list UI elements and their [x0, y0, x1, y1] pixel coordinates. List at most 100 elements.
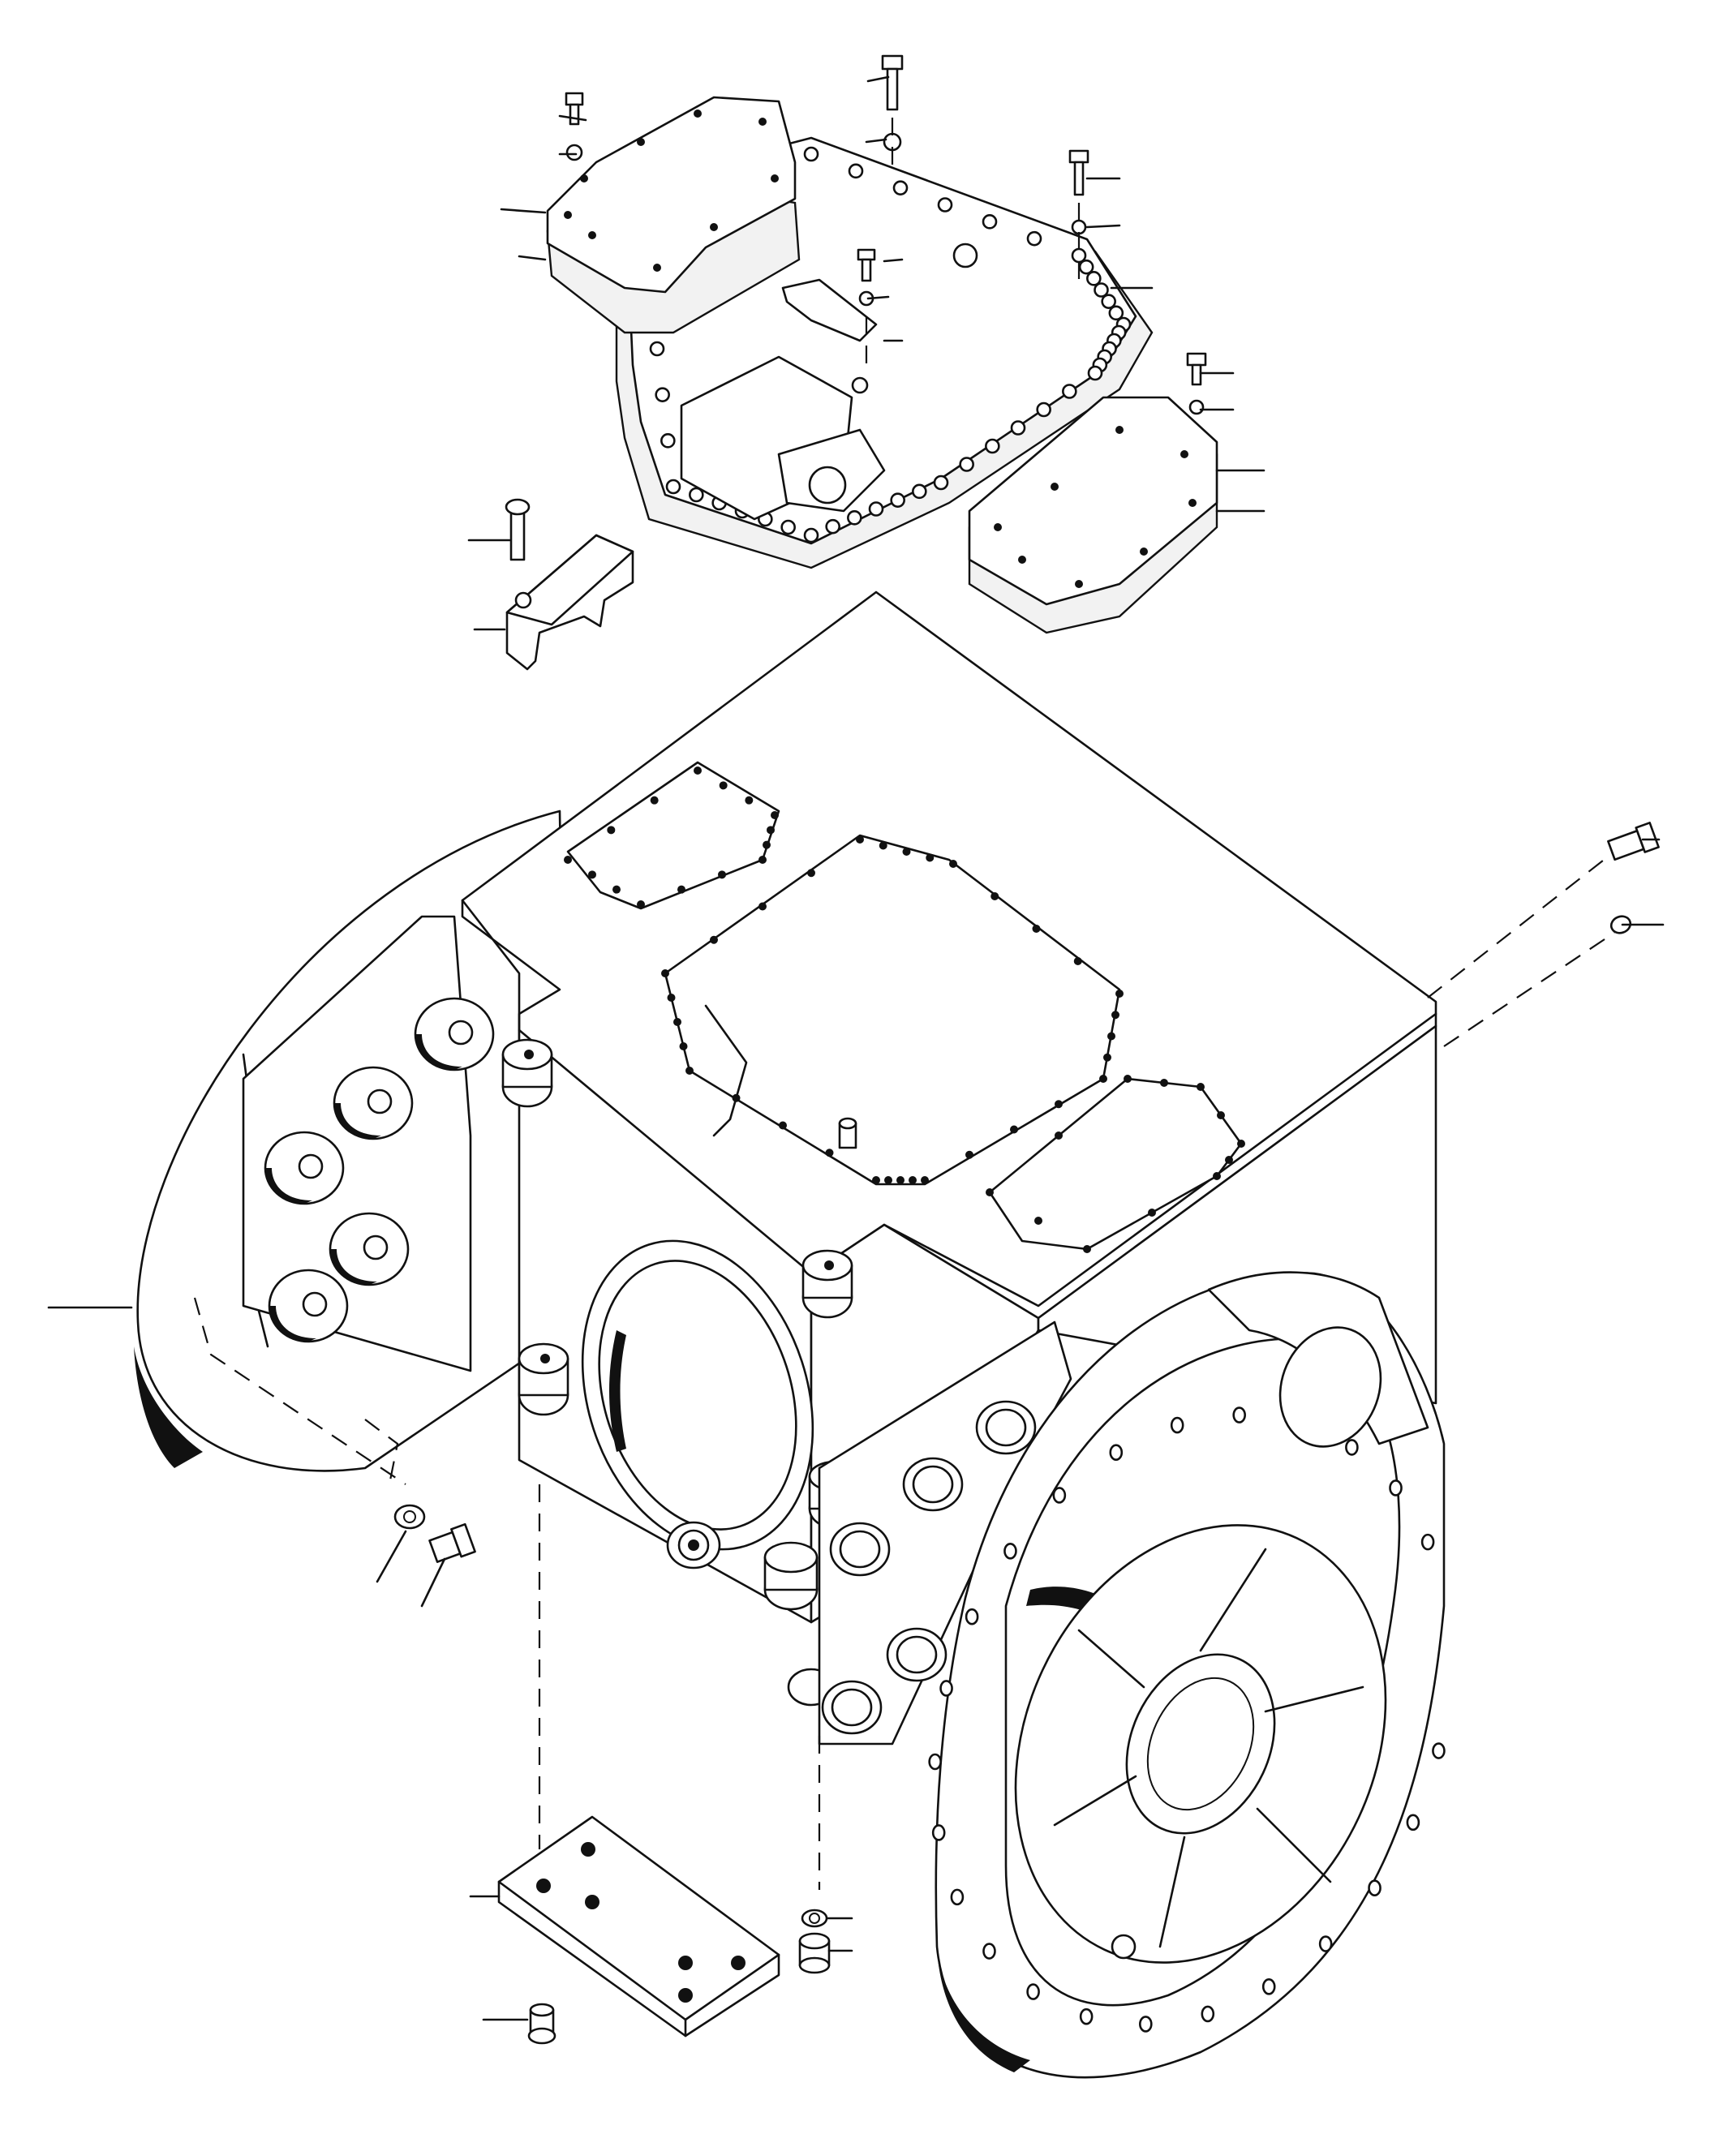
bolt-hole — [1062, 384, 1077, 399]
flange-bolt-hole — [1139, 2016, 1153, 2033]
bolt-hole — [689, 487, 704, 503]
flange-bolt-hole — [1406, 1814, 1420, 1831]
callout-leaders — [47, 75, 1665, 2021]
side-bosses — [264, 997, 495, 1343]
valve-body-bolts — [565, 54, 1207, 415]
flange-bolt-hole — [1368, 1879, 1381, 1896]
bolt-hole — [884, 1176, 892, 1184]
bolt-hole — [758, 856, 767, 864]
flange-bolt-hole — [965, 1608, 979, 1625]
bolt-hole — [803, 527, 819, 543]
bolt-hole — [1225, 1156, 1233, 1164]
bolt-hole — [564, 856, 572, 864]
flange-bolt-hole — [1420, 1533, 1435, 1551]
bolt-hole — [612, 885, 621, 894]
bolt-hole — [1213, 1172, 1221, 1180]
bolt-hole — [807, 869, 815, 878]
bolt-hole — [1101, 294, 1116, 309]
bolt-hole — [921, 1176, 929, 1184]
bolt-hole — [803, 146, 819, 162]
hold-down-clamp — [505, 498, 634, 671]
bolt-hole — [667, 994, 676, 1002]
bolt-hole — [825, 1149, 834, 1157]
drain-plug — [193, 1297, 476, 1563]
bolt-hole — [1217, 1111, 1225, 1119]
bolt-hole — [1094, 282, 1109, 298]
bolt-hole — [732, 1093, 741, 1102]
bolt-hole — [902, 848, 911, 856]
bolt-hole — [949, 860, 957, 868]
bolt-hole — [710, 935, 718, 944]
bolt-hole — [1111, 1011, 1119, 1020]
bolt-hole — [637, 900, 645, 908]
flange-bores — [821, 1400, 1037, 1735]
flange-bolt-hole — [1318, 1935, 1333, 1952]
bolt-hole — [986, 1188, 994, 1196]
flange-bolt-hole — [939, 1680, 953, 1697]
bolt-hole — [1078, 259, 1094, 275]
bolt-hole — [1124, 1075, 1132, 1083]
left-side-cover-plate — [546, 96, 801, 334]
transmission-housing — [134, 590, 1446, 2079]
bolt-hole — [856, 835, 864, 844]
flange-bolt-hole — [1232, 1406, 1246, 1423]
bolt-hole — [718, 870, 726, 879]
bolt-hole — [1115, 990, 1124, 998]
bolt-hole — [1036, 401, 1051, 418]
bolt-hole — [896, 1176, 905, 1184]
bolt-hole — [872, 1176, 880, 1184]
bolt-hole — [985, 438, 1000, 454]
bolt-hole — [655, 387, 670, 402]
bolt-hole — [1160, 1079, 1168, 1087]
bolt-hole — [780, 519, 796, 535]
bolt-hole — [1010, 1125, 1018, 1134]
bolt-hole — [763, 840, 771, 849]
bolt-hole — [660, 433, 676, 449]
bolt-hole — [848, 163, 864, 179]
bolt-hole — [607, 826, 616, 835]
bolt-hole — [1108, 305, 1124, 321]
bolt-hole — [1086, 271, 1102, 286]
flange-bolt-hole — [1432, 1742, 1446, 1759]
bolt-hole — [771, 811, 779, 819]
flange-bolt-hole — [1201, 2005, 1215, 2023]
bolt-hole — [937, 197, 953, 213]
flange-bolt-hole — [1109, 1444, 1124, 1462]
bolt-hole — [1055, 1100, 1063, 1109]
bolt-hole — [665, 479, 681, 495]
bolt-hole — [1237, 1140, 1245, 1148]
bolt-hole — [1197, 1083, 1205, 1091]
flange-bolt-hole — [1389, 1479, 1403, 1496]
bolt-hole — [982, 214, 998, 230]
bottom-mounting-plate — [497, 1484, 831, 2045]
bolt-hole — [879, 841, 887, 850]
bolt-hole — [990, 892, 999, 900]
flange-bolt-hole — [1003, 1543, 1017, 1560]
bolt-hole — [588, 870, 596, 879]
flange-bolt-hole — [982, 1943, 996, 1960]
bolt-hole — [1087, 365, 1103, 381]
bolt-hole — [649, 341, 665, 357]
bolt-hole — [661, 969, 669, 977]
flange-bolt-hole — [1345, 1439, 1359, 1456]
bolt-hole — [1148, 1209, 1156, 1217]
right-side-cover-plate — [968, 396, 1218, 634]
bolt-hole — [745, 796, 754, 805]
bolt-hole — [1073, 957, 1082, 965]
bolt-hole — [679, 1042, 688, 1050]
bolt-hole — [959, 457, 974, 472]
bolt-hole — [1083, 1245, 1091, 1253]
bolt-hole — [1107, 1032, 1115, 1041]
flange-bolt-hole — [1170, 1416, 1184, 1434]
bolt-hole — [912, 483, 927, 500]
bolt-hole — [1099, 1075, 1107, 1083]
bolt-hole — [673, 1018, 681, 1026]
bolt-hole — [767, 826, 775, 835]
flange-bolt-hole — [950, 1888, 965, 1906]
bolt-hole — [868, 501, 884, 517]
bolt-hole — [909, 1176, 917, 1184]
bolt-hole — [847, 510, 862, 526]
flange-bolt-hole — [928, 1753, 942, 1771]
bolt-hole — [1010, 420, 1026, 436]
bolt-hole — [892, 180, 909, 195]
